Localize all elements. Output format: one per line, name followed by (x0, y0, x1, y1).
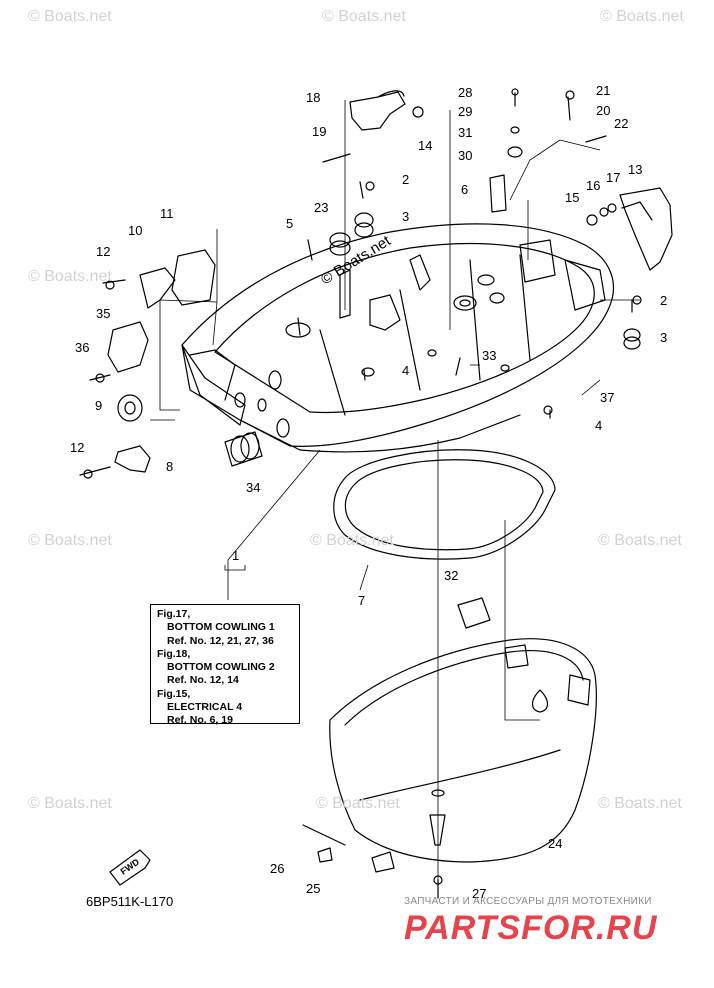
bottom-cowling-inner-rim (214, 242, 595, 414)
callout-3: 3 (402, 209, 409, 224)
callout-11: 11 (160, 206, 174, 221)
bottom-cowling-outline (181, 223, 615, 447)
callout-6: 6 (461, 182, 468, 197)
callout-4: 4 (595, 418, 602, 433)
seal-part-7 (333, 449, 556, 560)
callout-7: 7 (358, 593, 365, 608)
note-line: Fig.15, (157, 687, 191, 700)
watermark: © Boats.net (598, 795, 682, 812)
callout-20: 20 (596, 103, 610, 118)
callout-13: 13 (628, 162, 642, 177)
note-line: ELECTRICAL 4 (167, 701, 243, 714)
watermark: © Boats.net (28, 532, 112, 549)
callout-24: 24 (548, 836, 562, 851)
callout-3: 3 (660, 330, 667, 345)
watermark: © Boats.net (316, 795, 400, 812)
lower-cover-24 (329, 638, 597, 863)
note-line: BOTTOM COWLING 1 (167, 621, 275, 634)
callout-8: 8 (166, 459, 173, 474)
callout-30: 30 (458, 148, 472, 163)
reference-note: Fig.17, BOTTOM COWLING 1 Ref. No. 12, 21… (150, 604, 300, 727)
callout-37: 37 (600, 390, 614, 405)
callout-33: 33 (482, 348, 496, 363)
note-line: Ref. No. 12, 14 (167, 674, 239, 687)
callout-16: 16 (586, 178, 600, 193)
callout-36: 36 (75, 340, 89, 355)
watermark: © Boats.net (28, 795, 112, 812)
callout-23: 23 (314, 200, 328, 215)
callout-2: 2 (402, 172, 409, 187)
callout-25: 25 (306, 881, 320, 896)
callout-10: 10 (128, 223, 142, 238)
callout-19: 19 (312, 124, 326, 139)
callout-18: 18 (306, 90, 320, 105)
callout-34: 34 (246, 480, 260, 495)
watermark: © Boats.net (28, 8, 112, 25)
callout-9: 9 (95, 398, 102, 413)
watermark: © Boats.net (600, 8, 684, 25)
fwd-label: FWD (119, 856, 142, 876)
watermark: © Boats.net (310, 532, 394, 549)
callout-17: 17 (606, 170, 620, 185)
callout-15: 15 (565, 190, 579, 205)
callout-29: 29 (458, 104, 472, 119)
callout-12: 12 (70, 440, 84, 455)
diagram-code: 6BP511K-L170 (86, 894, 174, 909)
watermark: © Boats.net (28, 268, 112, 285)
callout-35: 35 (96, 306, 110, 321)
site-logo[interactable]: PARTSFOR.RU (404, 909, 658, 947)
callout-4: 4 (402, 363, 409, 378)
callout-1: 1 (232, 548, 239, 563)
callout-32: 32 (444, 568, 458, 583)
callout-2: 2 (660, 293, 667, 308)
callout-21: 21 (596, 83, 610, 98)
note-line: Ref. No. 6, 19 (167, 714, 233, 727)
watermark: © Boats.net (598, 532, 682, 549)
site-tagline: ЗАПЧАСТИ И АКСЕССУАРЫ ДЛЯ МОТОТЕХНИКИ (404, 896, 652, 907)
callout-28: 28 (458, 85, 472, 100)
callout-5: 5 (286, 216, 293, 231)
callout-26: 26 (270, 861, 284, 876)
callout-31: 31 (458, 125, 472, 140)
note-line: Fig.18, (157, 647, 191, 660)
bottom-cowling-underside (239, 414, 521, 453)
callout-22: 22 (614, 116, 628, 131)
callout-27: 27 (472, 886, 486, 901)
watermark: © Boats.net (322, 8, 406, 25)
callout-12: 12 (96, 244, 110, 259)
callout-14: 14 (418, 138, 432, 153)
note-line: Ref. No. 12, 21, 27, 36 (167, 634, 274, 647)
note-line: BOTTOM COWLING 2 (167, 661, 275, 674)
note-line: Fig.17, (157, 608, 191, 620)
